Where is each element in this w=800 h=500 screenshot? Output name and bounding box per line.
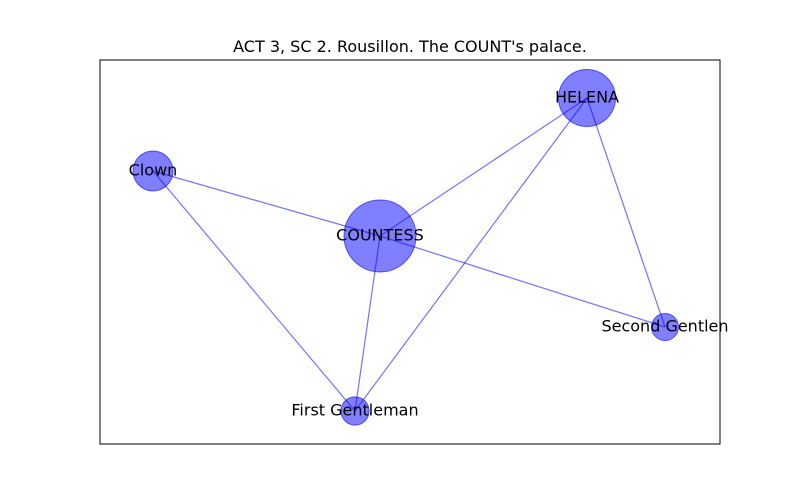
edge-helena-second-gentleman (586, 97, 666, 328)
edge-countess-second-gentleman (379, 235, 666, 328)
edge-helena-first-gentleman (354, 97, 588, 412)
node-label-helena: HELENA (555, 88, 619, 107)
node-clown (132, 150, 174, 192)
node-label-countess: COUNTESS (336, 226, 424, 245)
edge-helena-countess (379, 97, 588, 237)
edge-clown-first-gentleman (152, 170, 356, 412)
edge-clown-countess (152, 170, 381, 237)
plot-frame (99, 59, 721, 445)
node-second-gentleman (651, 313, 679, 341)
node-countess (343, 199, 417, 273)
chart-title: ACT 3, SC 2. Rousillon. The COUNT's pala… (233, 37, 587, 56)
node-label-second-gentleman: Second Gentlen (601, 317, 728, 336)
nodes-layer (132, 69, 679, 426)
node-first-gentleman (340, 396, 370, 426)
node-label-first-gentleman: First Gentleman (291, 401, 418, 420)
node-label-clown: Clown (129, 161, 178, 180)
node-helena (558, 69, 616, 127)
edges-layer (152, 97, 666, 412)
